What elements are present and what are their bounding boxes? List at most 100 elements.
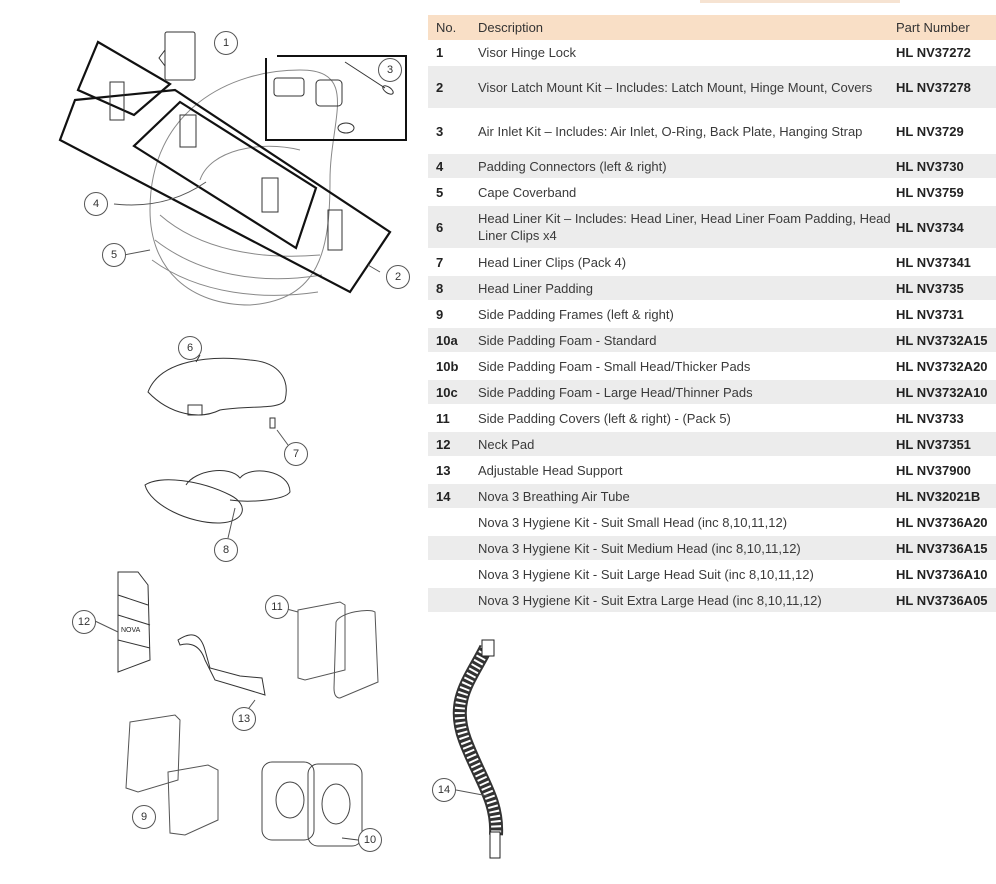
- table-row: Nova 3 Hygiene Kit - Suit Extra Large He…: [428, 587, 996, 614]
- row-part-number: HL NV3734: [892, 205, 996, 250]
- callout-2: 2: [386, 265, 410, 289]
- header-part-number: Part Number: [892, 15, 996, 40]
- row-part-number: HL NV3730: [892, 153, 996, 180]
- row-number: [428, 509, 470, 536]
- table-row: Nova 3 Hygiene Kit - Suit Large Head Sui…: [428, 561, 996, 588]
- part-6-head-liner: [147, 354, 287, 416]
- row-part-number: HL NV37341: [892, 249, 996, 276]
- row-number: 14: [428, 483, 470, 510]
- row-part-number: HL NV37900: [892, 457, 996, 484]
- row-number: 13: [428, 457, 470, 484]
- row-description: Side Padding Foam - Large Head/Thinner P…: [470, 379, 892, 406]
- row-description: Visor Latch Mount Kit – Includes: Latch …: [470, 65, 892, 110]
- row-part-number: HL NV3731: [892, 301, 996, 328]
- callout-4: 4: [84, 192, 108, 216]
- callout-9: 9: [132, 805, 156, 829]
- part-9-side-padding-frames: [125, 714, 219, 836]
- row-description: Head Liner Kit – Includes: Head Liner, H…: [470, 205, 892, 250]
- part-13-head-support: [177, 634, 266, 713]
- callout-14: 14: [432, 778, 456, 802]
- callout-12: 12: [72, 610, 96, 634]
- row-part-number: HL NV32021B: [892, 483, 996, 510]
- row-number: 7: [428, 249, 470, 276]
- row-description: Nova 3 Hygiene Kit - Suit Small Head (in…: [470, 509, 892, 536]
- row-part-number: HL NV3759: [892, 179, 996, 206]
- row-part-number: HL NV3732A10: [892, 379, 996, 406]
- row-number: [428, 535, 470, 562]
- table-row: Nova 3 Hygiene Kit - Suit Medium Head (i…: [428, 535, 996, 562]
- row-part-number: HL NV3735: [892, 275, 996, 302]
- row-number: 12: [428, 431, 470, 458]
- part-3-air-inlet: [273, 61, 394, 134]
- row-part-number: HL NV3729: [892, 109, 996, 154]
- row-number: 6: [428, 205, 470, 250]
- air-inlet-box: [265, 55, 407, 141]
- row-description: Head Liner Padding: [470, 275, 892, 302]
- part-2-latch-mount: [109, 81, 125, 121]
- row-description: Air Inlet Kit – Includes: Air Inlet, O-R…: [470, 109, 892, 154]
- row-part-number: HL NV3733: [892, 405, 996, 432]
- row-description: Visor Hinge Lock: [470, 40, 892, 66]
- row-description: Adjustable Head Support: [470, 457, 892, 484]
- decorative-top-bar: [700, 0, 900, 3]
- svg-text:NOVA: NOVA: [121, 627, 141, 634]
- helmet-illustration: [149, 69, 338, 306]
- row-number: 8: [428, 275, 470, 302]
- callout-1: 1: [214, 31, 238, 55]
- header-description: Description: [470, 15, 892, 40]
- row-number: 9: [428, 301, 470, 328]
- part-10-side-padding-foam: [261, 761, 363, 847]
- row-number: 5: [428, 179, 470, 206]
- row-number: [428, 587, 470, 614]
- row-description: Neck Pad: [470, 431, 892, 458]
- part-7-head-liner-clip: [269, 417, 276, 429]
- row-part-number: HL NV37278: [892, 65, 996, 110]
- row-number: 1: [428, 40, 470, 66]
- row-description: Side Padding Foam - Small Head/Thicker P…: [470, 353, 892, 380]
- row-part-number: HL NV3732A20: [892, 353, 996, 380]
- row-number: 3: [428, 109, 470, 154]
- row-number: [428, 561, 470, 588]
- row-part-number: HL NV3736A10: [892, 561, 996, 588]
- row-description: Cape Coverband: [470, 179, 892, 206]
- row-number: 10a: [428, 327, 470, 354]
- latch-mount-box: [58, 40, 392, 294]
- callout-3: 3: [378, 58, 402, 82]
- row-description: Nova 3 Hygiene Kit - Suit Medium Head (i…: [470, 535, 892, 562]
- padding-connector-box: [132, 100, 318, 250]
- part-12-neck-pad: NOVA: [117, 571, 151, 673]
- part-1-visor-hinge-lock: [158, 31, 196, 81]
- row-description: Head Liner Clips (Pack 4): [470, 249, 892, 276]
- row-description: Side Padding Frames (left & right): [470, 301, 892, 328]
- row-description: Nova 3 Hygiene Kit - Suit Large Head Sui…: [470, 561, 892, 588]
- part-14-breathing-air-tube: [452, 639, 504, 859]
- row-part-number: HL NV3736A05: [892, 587, 996, 614]
- row-part-number: HL NV3736A15: [892, 535, 996, 562]
- row-part-number: HL NV37272: [892, 40, 996, 66]
- table-row: Nova 3 Hygiene Kit - Suit Small Head (in…: [428, 509, 996, 536]
- callout-10: 10: [358, 828, 382, 852]
- row-number: 10b: [428, 353, 470, 380]
- callout-13: 13: [232, 707, 256, 731]
- row-number: 2: [428, 65, 470, 110]
- header-no: No.: [428, 15, 470, 40]
- row-description: Padding Connectors (left & right): [470, 153, 892, 180]
- row-description: Side Padding Foam - Standard: [470, 327, 892, 354]
- row-number: 4: [428, 153, 470, 180]
- callout-7: 7: [284, 442, 308, 466]
- part-11-side-padding-covers: [282, 601, 379, 699]
